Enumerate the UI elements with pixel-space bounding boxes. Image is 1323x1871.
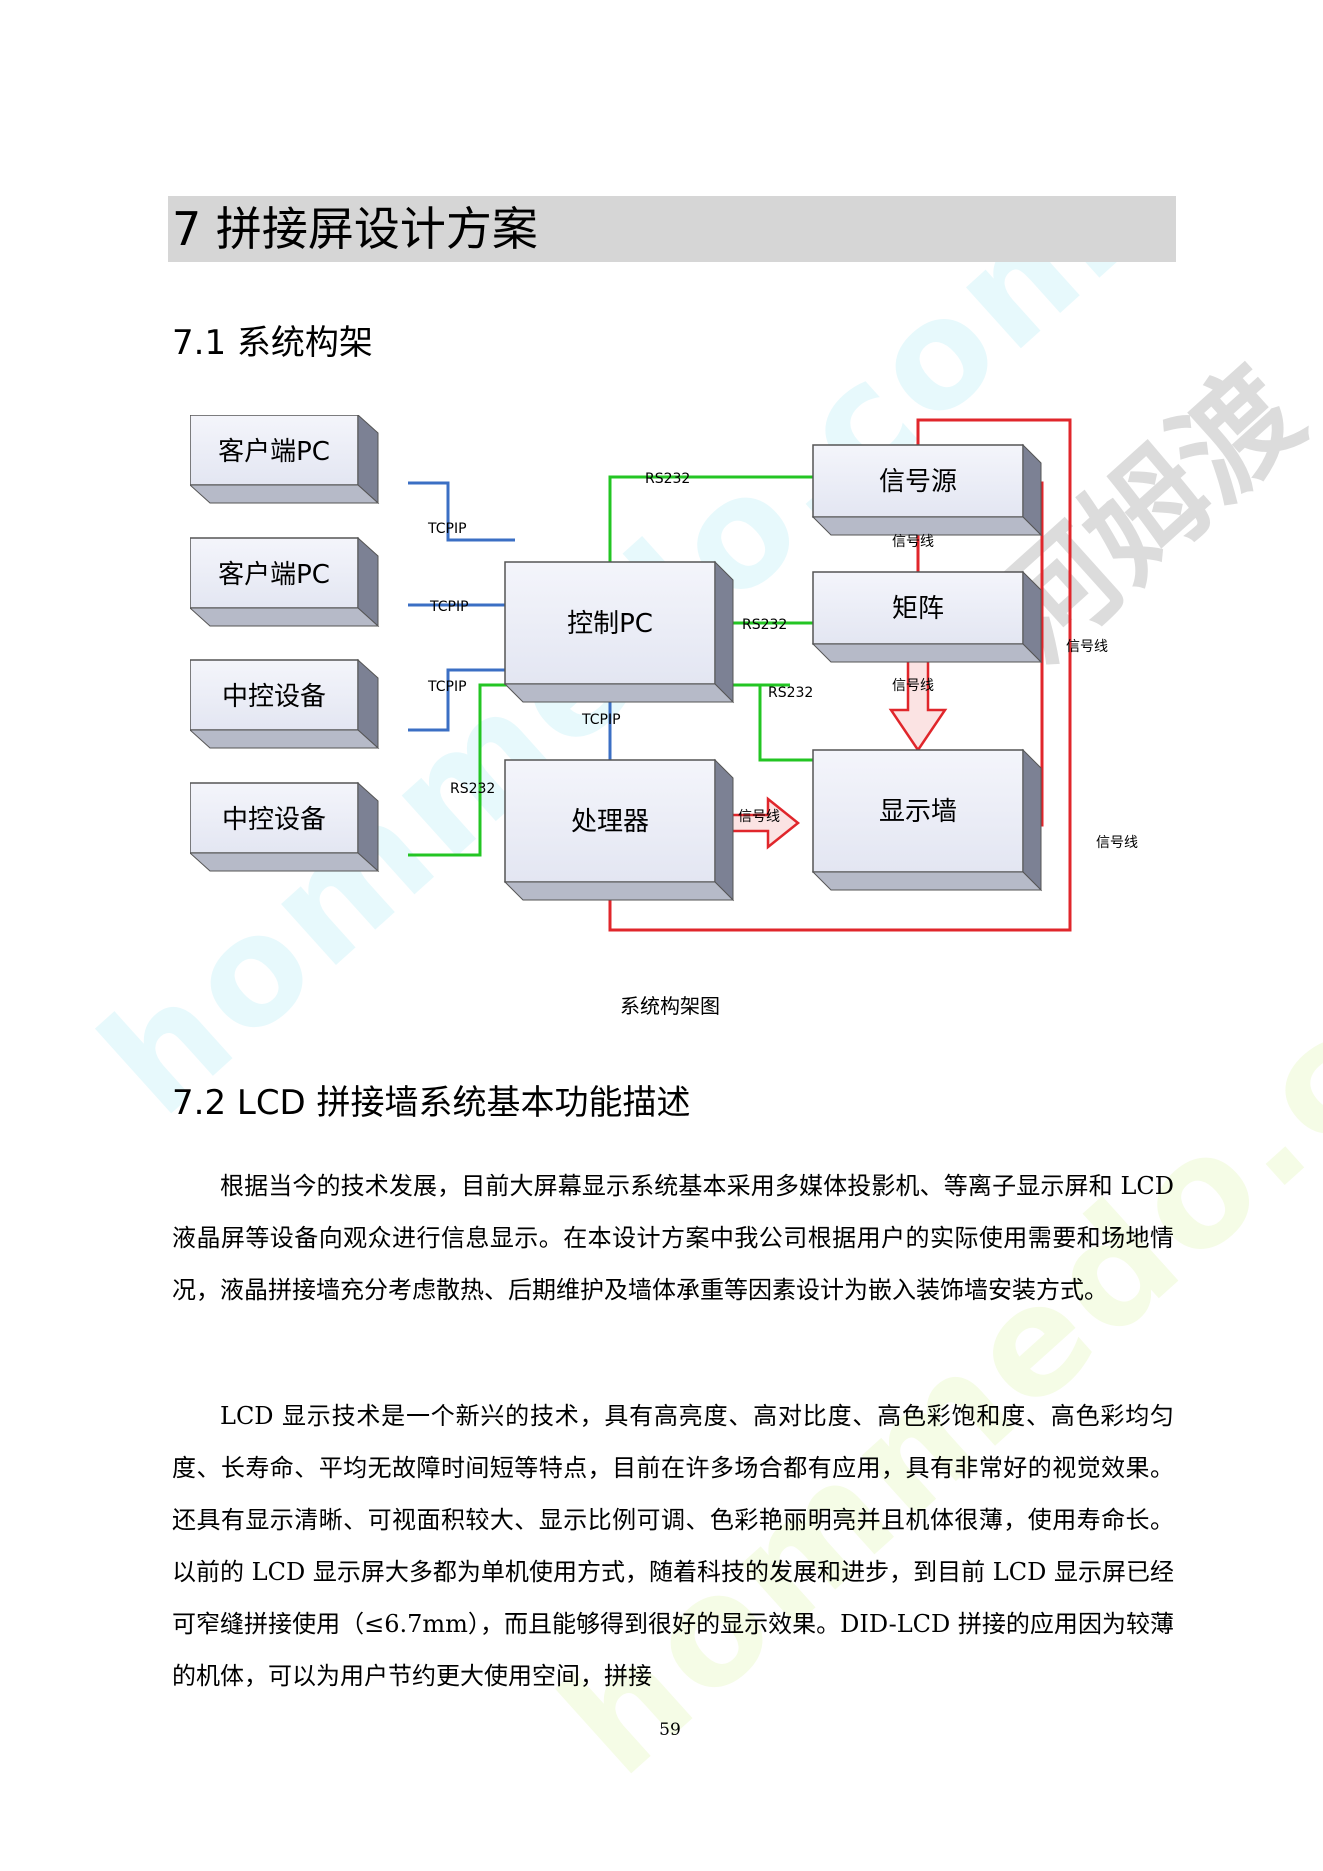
processor-box: 处理器 xyxy=(503,758,735,902)
body-paragraph: LCD 显示技术是一个新兴的技术，具有高亮度、高对比度、高色彩饱和度、高色彩均匀… xyxy=(172,1402,1174,1690)
client-pc-box: 客户端PC xyxy=(190,415,380,505)
control-device-box: 中控设备 xyxy=(190,781,380,873)
rs232-label: RS232 xyxy=(768,685,813,701)
tcpip-label: TCPIP xyxy=(427,521,467,537)
tcpip-label: TCPIP xyxy=(429,599,469,615)
body-paragraph: 根据当今的技术发展，目前大屏幕显示系统基本采用多媒体投影机、等离子显示屏和 LC… xyxy=(172,1172,1174,1304)
client-pc-2-label: 客户端PC xyxy=(218,560,330,590)
section-heading: 7.1 系统构架 xyxy=(172,323,373,363)
signal-line-label: 信号线 xyxy=(738,809,780,825)
signal-line-label: 信号线 xyxy=(1066,639,1108,655)
rs232-label: RS232 xyxy=(742,617,787,633)
signal-source-box: 信号源 xyxy=(811,443,1043,537)
control-pc-label: 控制PC xyxy=(567,609,653,639)
system-architecture-diagram: 客户端PC 客户端PC 中控设备 中控设备 控制PC 处理器 xyxy=(190,415,1138,932)
tcpip-label: TCPIP xyxy=(427,679,467,695)
signal-line-label: 信号线 xyxy=(892,678,934,694)
page-number: 59 xyxy=(659,1720,681,1740)
section-heading: 7.2 LCD 拼接墙系统基本功能描述 xyxy=(172,1083,691,1123)
display-wall-label: 显示墙 xyxy=(879,797,957,827)
tcpip-label: TCPIP xyxy=(581,712,621,728)
rs232-label: RS232 xyxy=(645,471,690,487)
client-pc-1-label: 客户端PC xyxy=(218,437,330,467)
client-pc-box: 客户端PC xyxy=(190,536,380,628)
chapter-title: 7 拼接屏设计方案 xyxy=(172,202,538,256)
control-device-box: 中控设备 xyxy=(190,658,380,750)
signal-line-label: 信号线 xyxy=(892,534,934,550)
signal-line-label: 信号线 xyxy=(1096,835,1138,851)
rs232-label: RS232 xyxy=(450,781,495,797)
control-pc-box: 控制PC xyxy=(503,560,735,704)
rs232-lines xyxy=(408,475,813,857)
control-device-2-label: 中控设备 xyxy=(222,805,326,835)
chapter-heading-bar xyxy=(168,196,1176,262)
control-device-1-label: 中控设备 xyxy=(222,682,326,712)
display-wall-box: 显示墙 xyxy=(811,748,1043,892)
matrix-label: 矩阵 xyxy=(892,594,944,624)
figure-caption: 系统构架图 xyxy=(620,994,720,1018)
processor-label: 处理器 xyxy=(571,807,649,837)
signal-source-label: 信号源 xyxy=(879,467,957,497)
matrix-box: 矩阵 xyxy=(811,570,1043,664)
